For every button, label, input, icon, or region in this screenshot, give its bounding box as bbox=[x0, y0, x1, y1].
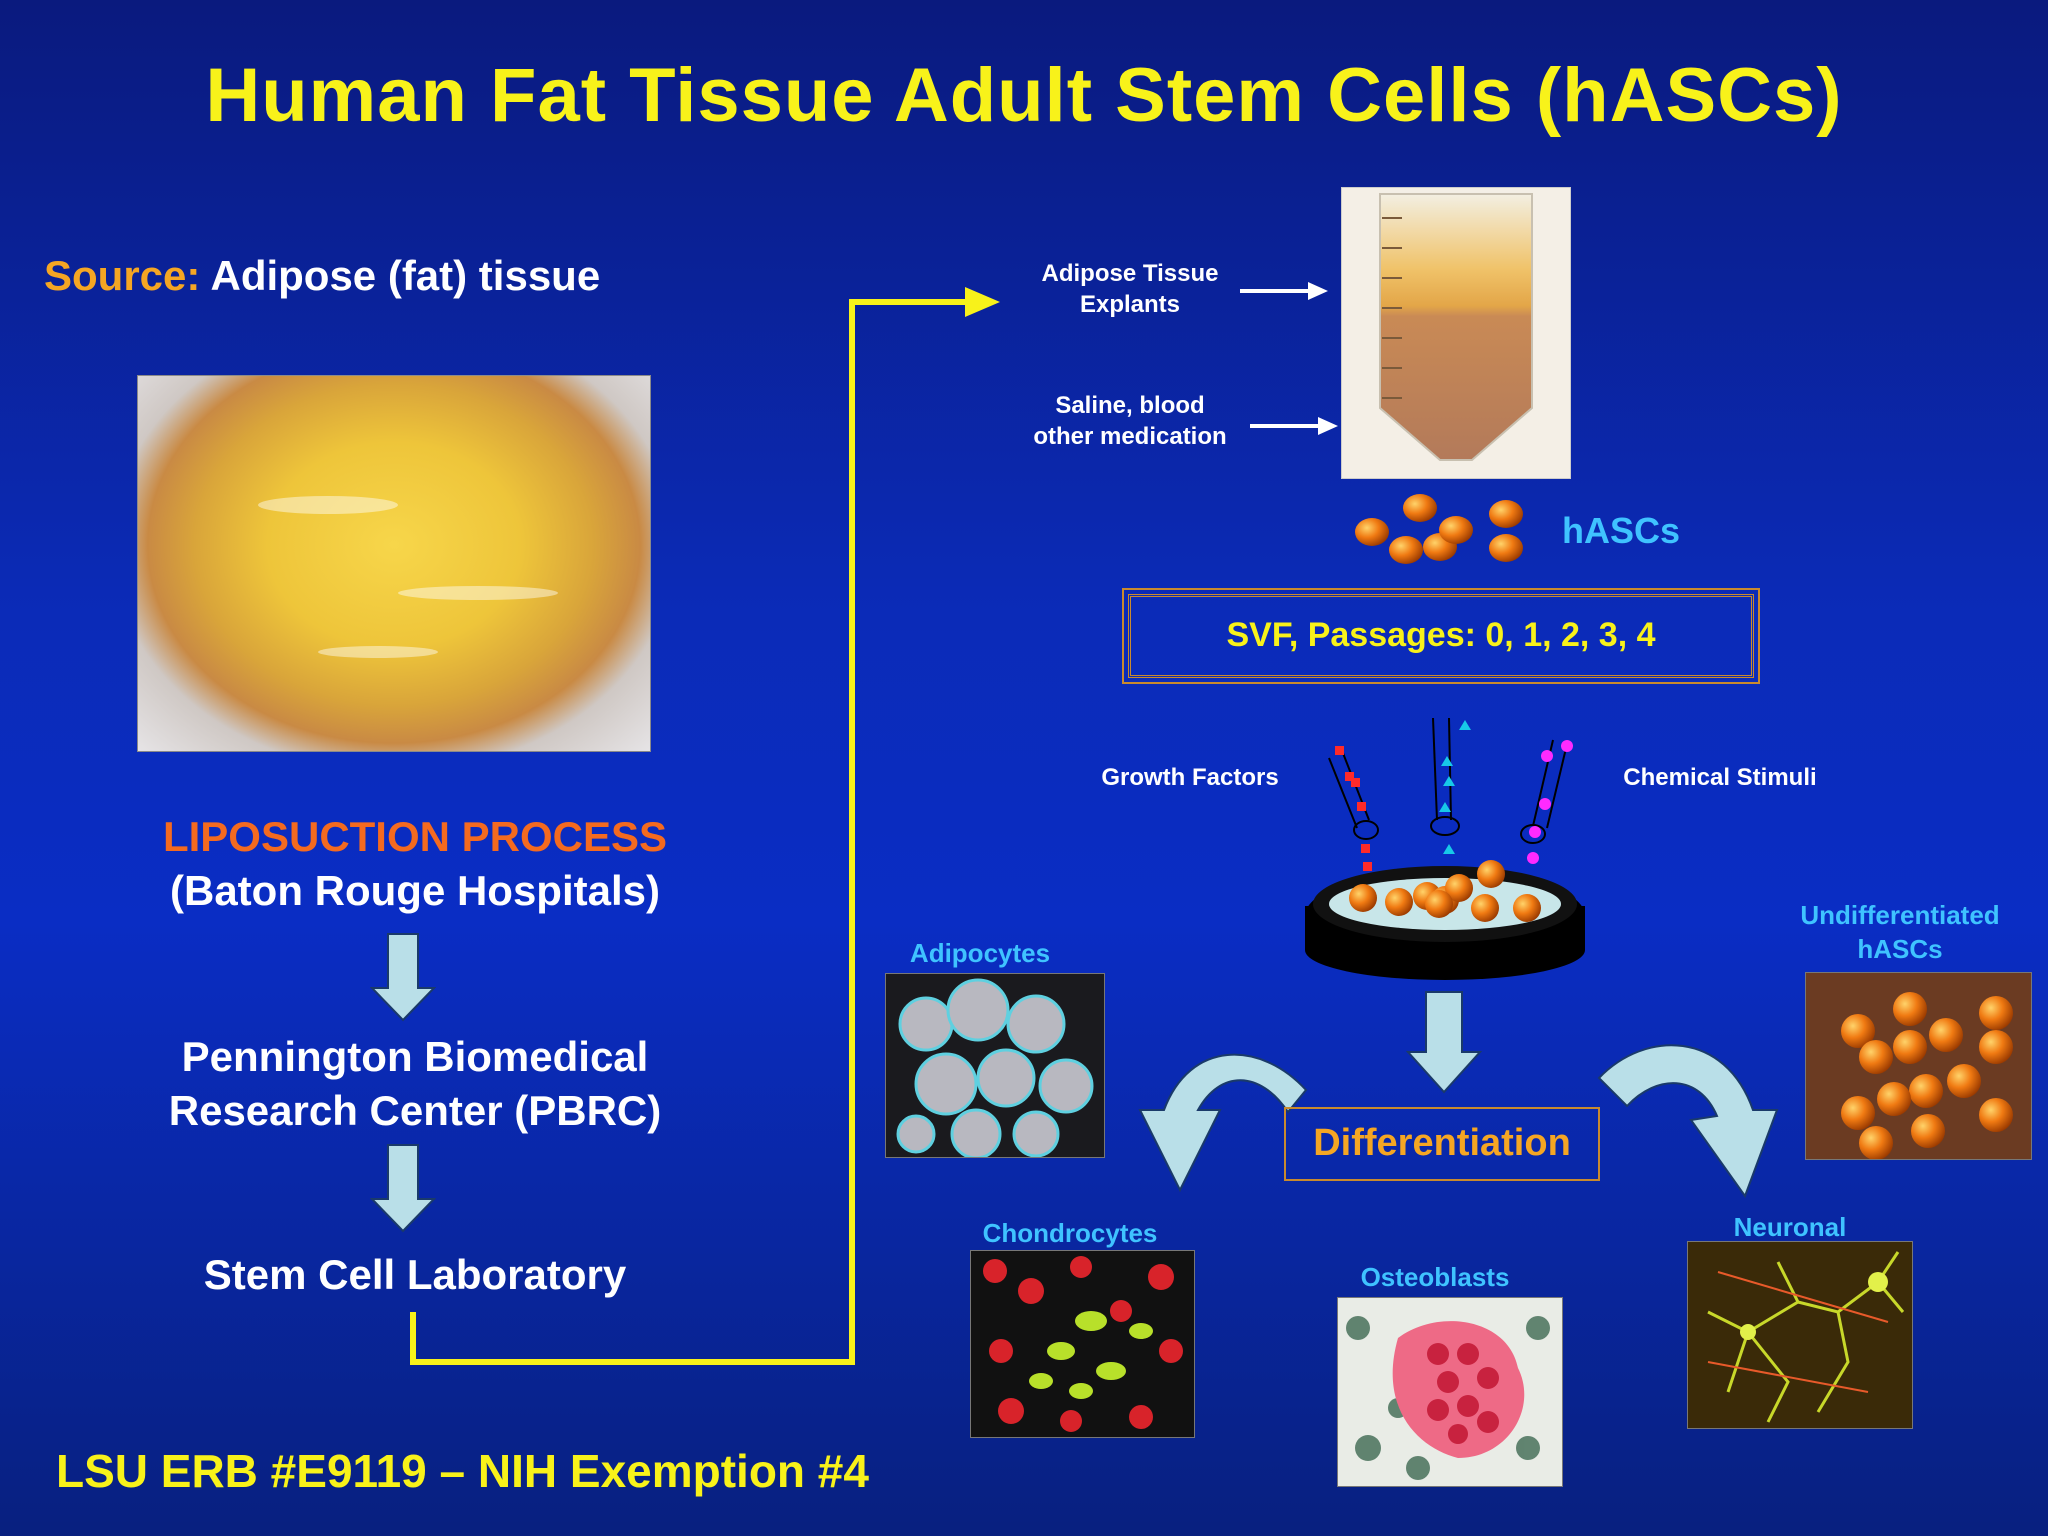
pbrc-label: Pennington Biomedical Research Center (P… bbox=[100, 1030, 730, 1138]
pbrc-line-2: Research Center (PBRC) bbox=[168, 1087, 662, 1134]
neuronal-photo bbox=[1687, 1241, 1913, 1429]
down-arrow-2 bbox=[370, 1144, 436, 1233]
osteoblasts-photo bbox=[1337, 1297, 1563, 1487]
fat-tissue-photo bbox=[137, 375, 651, 752]
adipose-explants-line-2: Explants bbox=[1079, 291, 1181, 318]
chemical-stimuli-label: Chemical Stimuli bbox=[1623, 764, 1817, 791]
curved-arrow-left bbox=[1138, 1053, 1308, 1193]
adipocytes-label: Adipocytes bbox=[909, 938, 1051, 968]
saline-line-1: Saline, blood bbox=[1055, 392, 1205, 419]
slide-title: Human Fat Tissue Adult Stem Cells (hASCs… bbox=[205, 53, 1843, 138]
source-label: Source: bbox=[44, 252, 201, 299]
culture-dish-diagram bbox=[1305, 717, 1585, 980]
adipose-explants-line-1: Adipose Tissue bbox=[1041, 260, 1219, 287]
differentiation-down-arrow bbox=[1406, 991, 1482, 1094]
source-line: Source: Adipose (fat) tissue bbox=[44, 252, 600, 300]
adipocytes-photo bbox=[885, 973, 1105, 1158]
liposuction-title: LIPOSUCTION PROCESS bbox=[162, 813, 668, 860]
stem-cell-lab-label: Stem Cell Laboratory bbox=[203, 1251, 627, 1298]
neuronal-label: Neuronal bbox=[1733, 1212, 1847, 1242]
hascs-label: hASCs bbox=[1562, 510, 1681, 551]
footer-note: LSU ERB #E9119 – NIH Exemption #4 bbox=[56, 1445, 869, 1497]
pbrc-line-1: Pennington Biomedical bbox=[181, 1033, 649, 1080]
osteoblasts-label: Osteoblasts bbox=[1360, 1262, 1510, 1292]
chondrocytes-photo bbox=[970, 1250, 1195, 1438]
down-arrow-1 bbox=[370, 933, 436, 1022]
growth-factors-label: Growth Factors bbox=[1101, 764, 1279, 791]
undifferentiated-hascs-photo bbox=[1805, 972, 2032, 1160]
saline-line-2: other medication bbox=[1033, 423, 1227, 450]
saline-arrow-icon bbox=[1250, 417, 1338, 435]
undifferentiated-line-2: hASCs bbox=[1857, 934, 1943, 964]
hascs-cells-icon bbox=[1355, 494, 1523, 564]
curved-arrow-right bbox=[1597, 1044, 1779, 1199]
undifferentiated-line-1: Undifferentiated bbox=[1800, 900, 2000, 930]
svf-passages-box: SVF, Passages: 0, 1, 2, 3, 4 bbox=[1122, 588, 1760, 684]
chondrocytes-label: Chondrocytes bbox=[982, 1218, 1158, 1248]
saline-label: Saline, blood other medication bbox=[1010, 390, 1250, 452]
source-text: Adipose (fat) tissue bbox=[200, 252, 601, 299]
adipose-explants-label: Adipose Tissue Explants bbox=[1010, 258, 1250, 320]
explants-arrow-icon bbox=[1240, 282, 1328, 300]
centrifuge-tube-photo bbox=[1341, 187, 1571, 479]
differentiation-box: Differentiation bbox=[1284, 1107, 1600, 1181]
hospitals-subtitle: (Baton Rouge Hospitals) bbox=[170, 867, 660, 914]
undifferentiated-label: Undifferentiated hASCs bbox=[1780, 898, 2020, 966]
